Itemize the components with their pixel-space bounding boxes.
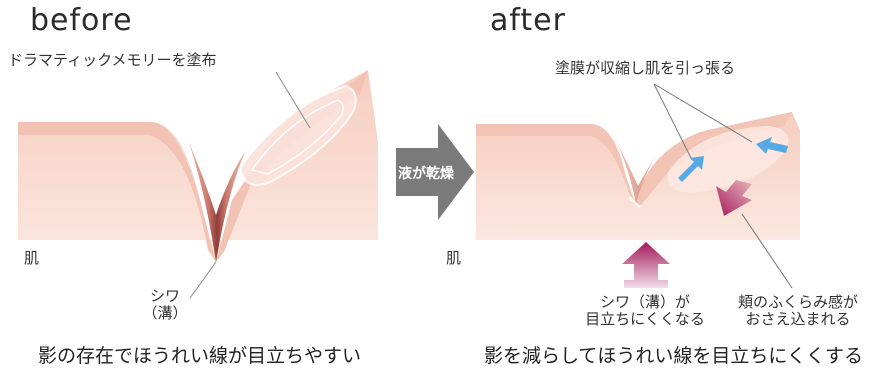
after-skin-block xyxy=(476,83,800,289)
after-wrinkle-line2: 目立ちにくくなる xyxy=(585,310,705,329)
cheek-leader-line xyxy=(741,213,793,289)
after-wrinkle-label: シワ（溝）が 目立ちにくくなる xyxy=(570,293,720,329)
transition-arrow xyxy=(396,124,474,220)
before-title: before xyxy=(30,3,133,38)
before-skin-block xyxy=(18,70,378,299)
before-coating xyxy=(238,84,357,186)
push-up-arrow xyxy=(622,242,670,288)
wrinkle-label-line2: （溝） xyxy=(142,304,188,323)
cheek-label-line1: 頬のふくらみ感が xyxy=(737,293,858,311)
coating-leader-line xyxy=(275,71,311,129)
shrink-label: 塗膜が収縮し肌を引っ張る xyxy=(555,59,736,77)
after-caption: 影を減らしてほうれい線を目立ちにくくする xyxy=(484,345,864,367)
wrinkle-label: シワ （溝） xyxy=(140,287,190,323)
shrink-arrow-left xyxy=(678,156,704,182)
cheek-label-line2: おさえ込まれる xyxy=(745,310,851,329)
transition-arrow-label: 液が乾燥 xyxy=(398,166,454,182)
shrink-leader-line-1 xyxy=(653,83,693,161)
before-groove xyxy=(188,140,246,262)
after-wrinkle-line1: シワ（溝）が xyxy=(599,293,690,311)
after-coating xyxy=(667,126,789,193)
wrinkle-leader-line xyxy=(189,261,217,299)
cheek-label: 頬のふくらみ感が おさえ込まれる xyxy=(726,293,870,329)
wrinkle-label-line1: シワ xyxy=(149,287,180,305)
shrink-leader-line-2 xyxy=(653,83,753,143)
shrink-arrow-right xyxy=(756,137,788,154)
before-skin-label: 肌 xyxy=(24,249,40,267)
after-title: after xyxy=(490,3,566,38)
before-caption: 影の存在でほうれい線が目立ちやすい xyxy=(38,345,362,367)
coating-label: ドラマティックメモリーを塗布 xyxy=(8,51,217,69)
after-groove xyxy=(616,140,660,204)
after-skin-label: 肌 xyxy=(446,249,462,267)
push-down-arrow xyxy=(716,180,752,216)
